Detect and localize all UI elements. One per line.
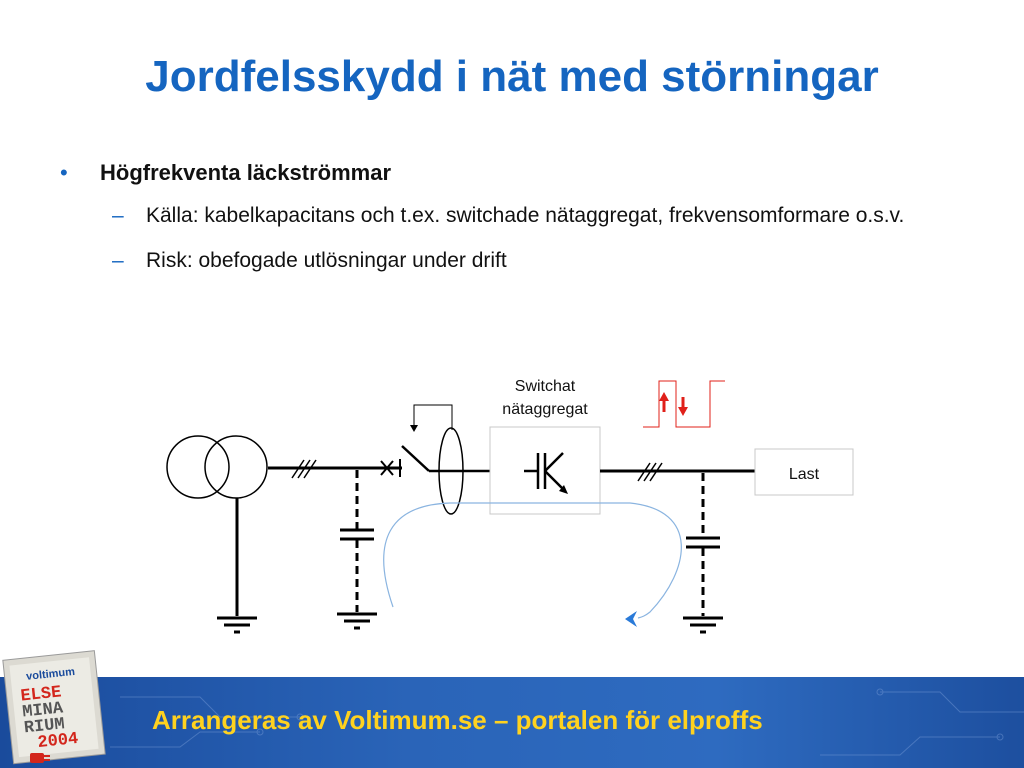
breaker-symbol bbox=[380, 459, 401, 477]
igbt-arrow-icon bbox=[559, 485, 568, 494]
dash-marker: – bbox=[112, 249, 124, 272]
load-box bbox=[754, 448, 854, 496]
capacitor-symbol bbox=[686, 536, 720, 549]
ground-symbol bbox=[217, 616, 257, 634]
sub-bullet-text: Risk: obefogade utlösningar under drift bbox=[146, 249, 507, 272]
power-supply-label: Switchat bbox=[515, 378, 576, 395]
sub-bullet-text: Källa: kabelkapacitans och t.ex. switcha… bbox=[146, 204, 905, 227]
capacitor-symbol bbox=[340, 528, 374, 541]
bullet-text: Högfrekventa läckströmmar bbox=[100, 160, 392, 185]
elseminarium-logo: voltimum ELSE MINA RIUM 2004 bbox=[2, 650, 106, 765]
bullet-item: • Högfrekventa läckströmmar bbox=[60, 160, 960, 186]
ground-symbol bbox=[337, 612, 377, 630]
logo-text: MINA bbox=[21, 699, 64, 722]
dv-dt-arrows-icon bbox=[659, 392, 688, 416]
load-label: Last bbox=[789, 466, 820, 483]
circuit-diagram: Switchat nätaggregat Last bbox=[166, 378, 854, 634]
transformer-symbol bbox=[166, 435, 268, 499]
logo-text: ELSE bbox=[20, 683, 63, 706]
leakage-current-path bbox=[383, 502, 682, 619]
three-phase-mark bbox=[637, 462, 663, 482]
pulse-waveform bbox=[643, 380, 725, 428]
relay-arrow-icon bbox=[410, 425, 418, 432]
circuit-pattern-graphic bbox=[110, 688, 1024, 756]
footer-banner: Arrangeras av Voltimum.se – portalen för… bbox=[0, 677, 1024, 768]
current-transformer bbox=[438, 427, 464, 515]
logo-text: RIUM bbox=[23, 715, 66, 738]
relay-feedback-wire bbox=[413, 404, 453, 430]
plug-icon bbox=[30, 753, 50, 763]
dash-marker: – bbox=[112, 204, 124, 227]
power-supply-label: nätaggregat bbox=[502, 401, 588, 418]
ground-symbol bbox=[683, 616, 723, 634]
igbt-icon bbox=[524, 452, 566, 492]
logo-text: 2004 bbox=[37, 730, 80, 753]
bullet-marker: • bbox=[60, 160, 68, 185]
bullet-list: • Högfrekventa läckströmmar – Källa: kab… bbox=[60, 160, 960, 276]
slide-title: Jordfelsskydd i nät med störningar bbox=[145, 52, 879, 101]
switch-blade bbox=[401, 445, 430, 472]
three-phase-mark bbox=[291, 459, 317, 479]
logo-brand: voltimum bbox=[26, 666, 76, 683]
leakage-arrow-icon bbox=[625, 611, 637, 627]
footer-text: Arrangeras av Voltimum.se – portalen för… bbox=[152, 705, 763, 735]
sub-bullet-source: – Källa: kabelkapacitans och t.ex. switc… bbox=[60, 200, 960, 231]
sub-bullet-risk: – Risk: obefogade utlösningar under drif… bbox=[60, 245, 960, 276]
